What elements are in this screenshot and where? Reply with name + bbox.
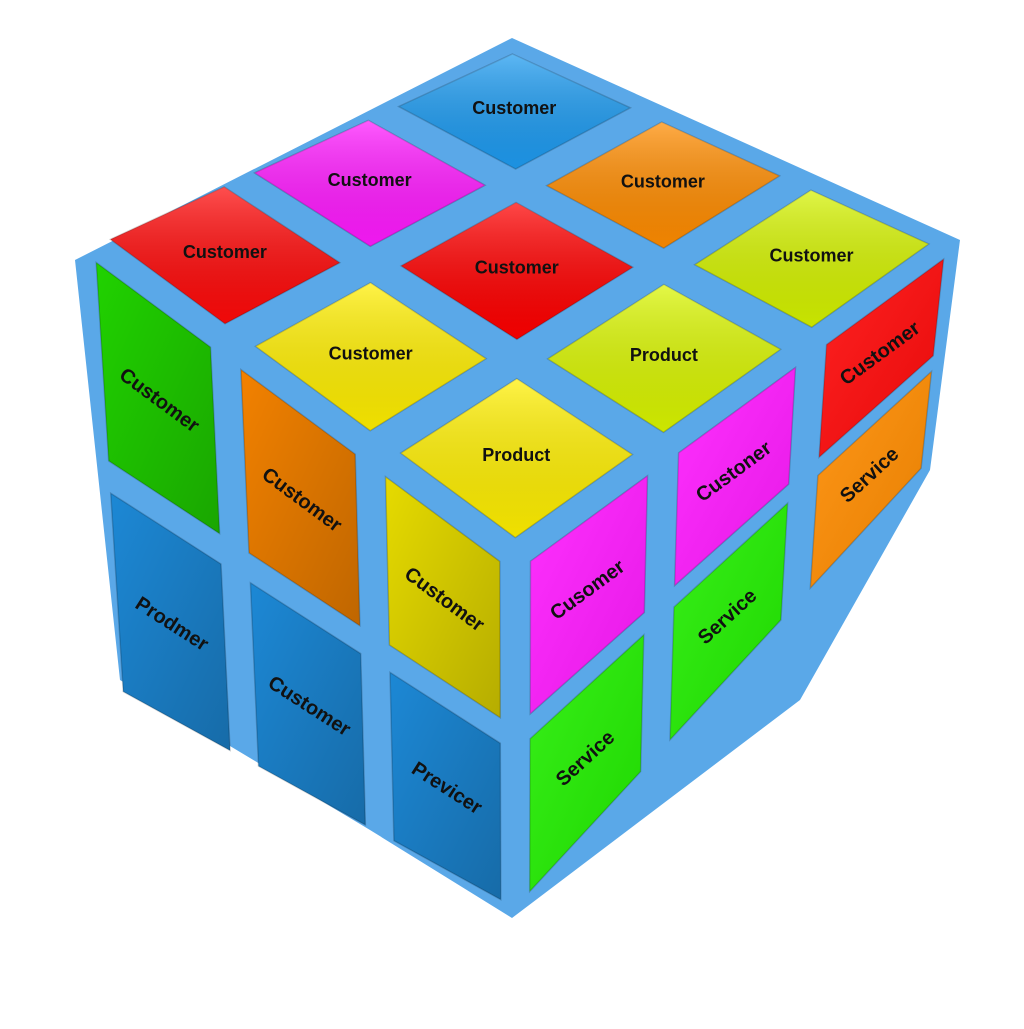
top-face-tile-label: Customer bbox=[329, 343, 413, 363]
right-face-tile: Service bbox=[528, 633, 645, 894]
top-face-tile: Customer bbox=[399, 201, 635, 341]
top-face-tile-label: Customer bbox=[328, 170, 412, 190]
top-face-tile: Customer bbox=[545, 121, 782, 249]
top-face-tile-label: Customer bbox=[475, 258, 559, 278]
top-face-tile-label: Customer bbox=[472, 98, 556, 118]
top-face-tile-label: Product bbox=[482, 445, 550, 465]
left-face-tile: Customer bbox=[249, 581, 367, 827]
top-face-tile: Product bbox=[399, 377, 634, 539]
top-face: CustomerCustomerCustomerCustomerCustomer… bbox=[108, 53, 931, 539]
top-face-tile: Product bbox=[546, 283, 783, 434]
left-face-tile: Customer bbox=[240, 368, 361, 628]
left-face-tile: Previcer bbox=[389, 671, 502, 901]
left-face-tile: Customer bbox=[95, 260, 221, 536]
top-face-tile-label: Customer bbox=[769, 245, 853, 265]
right-face-tile: Service bbox=[809, 369, 933, 591]
top-face-tile: Customer bbox=[252, 119, 487, 248]
left-face-tile: Prodmer bbox=[109, 491, 231, 752]
left-face-tile: Customer bbox=[384, 475, 502, 720]
right-face-tile: Cusomer bbox=[529, 474, 649, 716]
right-face-tile: Service bbox=[669, 501, 789, 742]
top-face-tile: Customer bbox=[693, 189, 931, 329]
top-face-tile-label: Product bbox=[630, 345, 698, 365]
top-face-tile: Customer bbox=[108, 186, 342, 325]
top-face-tile-label: Customer bbox=[183, 242, 267, 262]
top-face-tile: Customer bbox=[397, 53, 633, 170]
right-face-tile: Custoner bbox=[673, 365, 797, 588]
top-face-tile-label: Customer bbox=[621, 172, 705, 192]
top-face-tile: Customer bbox=[254, 281, 488, 432]
left-face: CustomerCustomerCustomerProdmerCustomerP… bbox=[95, 260, 502, 901]
right-face: CusomerCustonerCustomerServiceServiceSer… bbox=[528, 257, 945, 894]
